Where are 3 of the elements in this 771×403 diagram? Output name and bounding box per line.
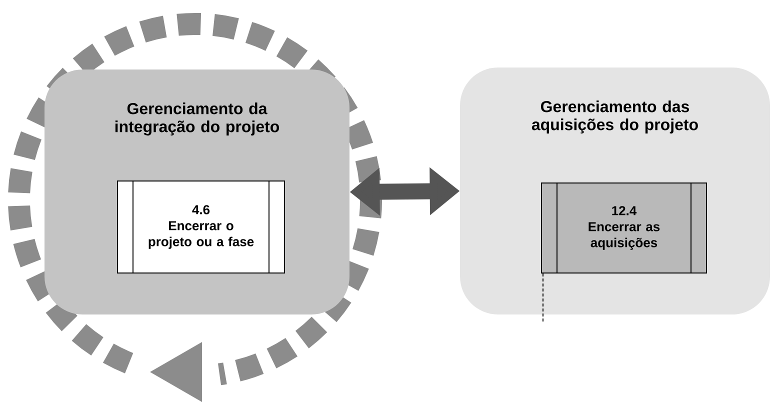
process-box: 4.6 Encerrar o projeto ou a fase	[117, 180, 285, 274]
process-box: 12.4 Encerrar as aquisições	[541, 182, 707, 274]
connector-line	[542, 273, 544, 324]
